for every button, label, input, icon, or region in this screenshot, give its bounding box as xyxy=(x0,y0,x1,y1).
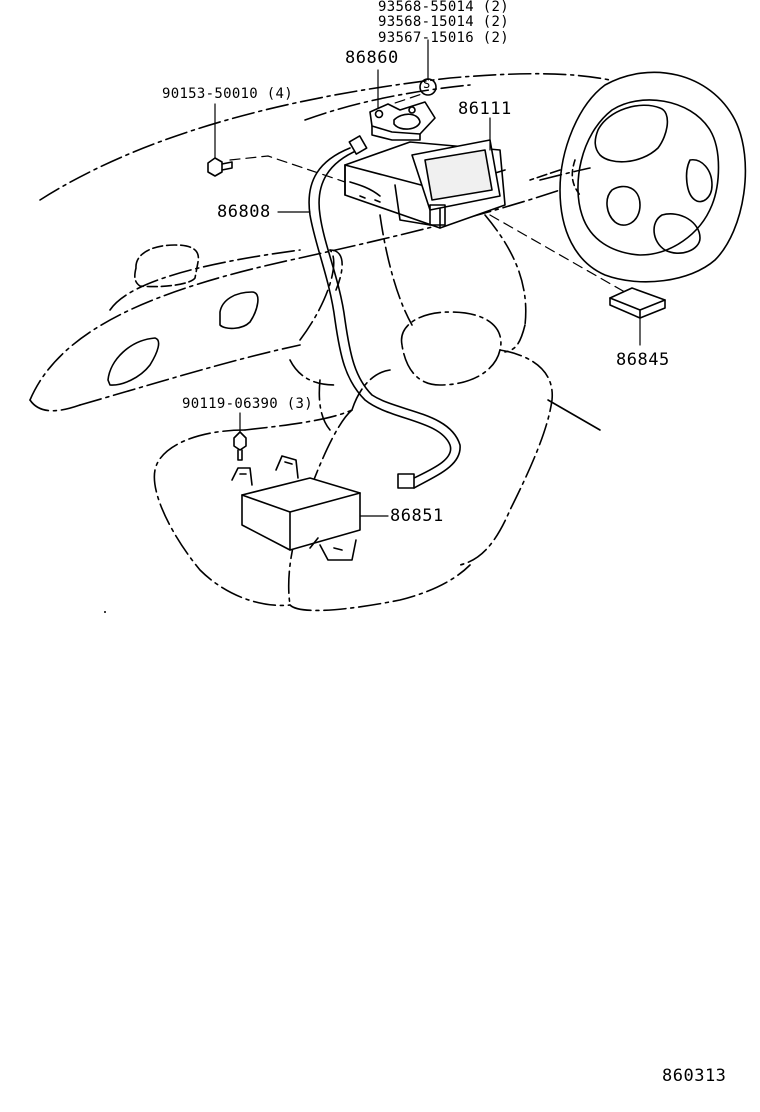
seat-belt-line xyxy=(547,399,601,431)
callout-nut-b: 93568-15014 (2) xyxy=(378,14,509,30)
callout-screw-c: 93567-15016 (2) xyxy=(378,30,509,46)
seat-outline xyxy=(153,311,553,612)
callout-sensor: 86845 xyxy=(616,350,670,370)
clip-screw-drawing xyxy=(233,431,247,461)
cable-drawing xyxy=(308,135,461,489)
callout-bolt: 90153-50010 (4) xyxy=(162,86,293,102)
dash-vents xyxy=(107,244,259,386)
sensor-drawing xyxy=(609,287,666,319)
dashboard-outline xyxy=(29,72,611,412)
callout-clip-screw: 90119-06390 (3) xyxy=(182,396,313,412)
callout-nut-a: 93568-55014 (2) xyxy=(378,0,509,15)
callout-cable: 86808 xyxy=(217,202,271,222)
navigation-unit-drawing xyxy=(344,139,506,229)
callout-display: 86111 xyxy=(458,99,512,119)
amplifier-drawing xyxy=(231,455,361,561)
stray-dot xyxy=(104,611,106,613)
steering-wheel xyxy=(529,71,747,283)
bolt-drawing xyxy=(207,157,233,177)
figure-number: 860313 xyxy=(662,1066,727,1086)
callout-bracket: 86860 xyxy=(345,48,399,68)
callout-standard-symbol: S xyxy=(423,77,431,91)
mounting-bracket-drawing xyxy=(369,101,436,141)
callout-amplifier: 86851 xyxy=(390,506,444,526)
